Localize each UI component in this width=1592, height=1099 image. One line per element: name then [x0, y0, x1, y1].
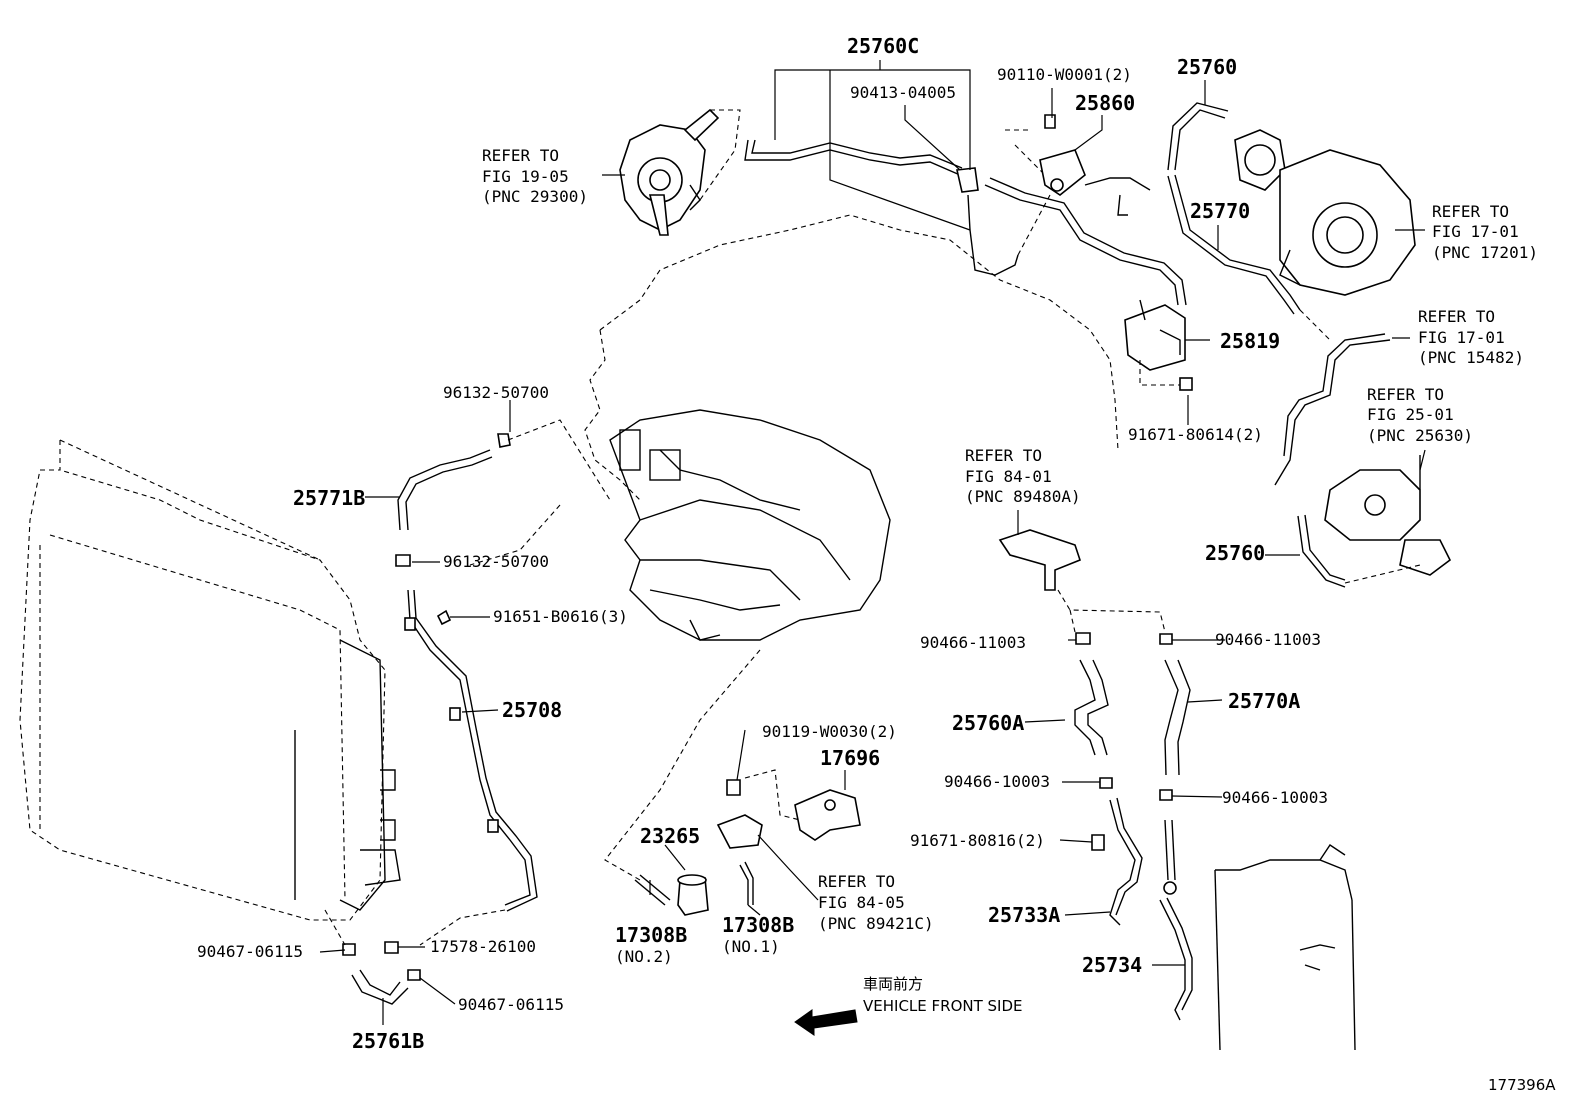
labels: 25760C 90413-04005 90110-W0001(2) 25860 …: [197, 34, 1556, 1094]
radiator: [19, 439, 401, 921]
label-90466-11003-left: 90466-11003: [920, 633, 1026, 652]
label-17308b-no2: 17308B: [615, 923, 687, 947]
svg-text:REFER TO: REFER TO: [818, 872, 895, 891]
label-25760c: 25760C: [847, 34, 919, 58]
label-17696: 17696: [820, 746, 880, 770]
direction-label-jp: 車両前方: [863, 975, 923, 993]
ref-fig-19-05: REFER TO FIG 19-05 (PNC 29300): [482, 146, 588, 206]
label-23265: 23265: [640, 824, 700, 848]
label-91671-80816: 91671-80816(2): [910, 831, 1045, 850]
label-17308b-no1-note: (NO.1): [722, 937, 780, 956]
label-25733a: 25733A: [988, 903, 1060, 927]
ref-fig-17-01-pipe: REFER TO FIG 17-01 (PNC 15482): [1418, 307, 1524, 367]
label-17308b-no1: 17308B: [722, 913, 794, 937]
exhaust-pipe: [1214, 844, 1356, 1051]
svg-text:REFER TO: REFER TO: [482, 146, 559, 165]
vsv-25860: [1039, 114, 1086, 196]
label-25708: 25708: [502, 698, 562, 722]
front-direction-arrow: [794, 1009, 858, 1036]
svg-text:REFER TO: REFER TO: [1432, 202, 1509, 221]
ref-fig-84-01: REFER TO FIG 84-01 (PNC 89480A): [965, 446, 1081, 506]
vsv-89421c: [716, 814, 763, 849]
filter-23265: [677, 874, 709, 916]
label-25771b: 25771B: [293, 486, 365, 510]
label-25734: 25734: [1082, 953, 1142, 977]
svg-text:FIG 17-01: FIG 17-01: [1432, 222, 1519, 241]
svg-text:(PNC 89421C): (PNC 89421C): [818, 914, 934, 933]
label-91651-b0616: 91651-B0616(3): [493, 607, 628, 626]
svg-text:(PNC 29300): (PNC 29300): [482, 187, 588, 206]
svg-text:FIG 17-01: FIG 17-01: [1418, 328, 1505, 347]
direction-label-en: VEHICLE FRONT SIDE: [863, 997, 1023, 1015]
label-25760-top: 25760: [1177, 55, 1237, 79]
egr-actuator: [1324, 455, 1452, 576]
label-17578-26100: 17578-26100: [430, 937, 536, 956]
sensor-89480a: [998, 529, 1081, 591]
label-90413-04005: 90413-04005: [850, 83, 956, 102]
turbocharger: [1234, 129, 1416, 296]
svg-text:FIG 25-01: FIG 25-01: [1367, 405, 1454, 424]
label-25770a: 25770A: [1228, 689, 1300, 713]
label-90119-w0030: 90119-W0030(2): [762, 722, 897, 741]
svg-text:(PNC 17201): (PNC 17201): [1432, 243, 1538, 262]
label-25760a: 25760A: [952, 711, 1024, 735]
svg-text:REFER TO: REFER TO: [1367, 385, 1444, 404]
label-90466-11003-right: 90466-11003: [1215, 630, 1321, 649]
diagram-id: 177396A: [1488, 1076, 1556, 1094]
ref-fig-84-05: REFER TO FIG 84-05 (PNC 89421C): [818, 872, 934, 933]
svg-text:FIG 84-05: FIG 84-05: [818, 893, 905, 912]
label-17308b-no2-note: (NO.2): [615, 947, 673, 966]
label-25860: 25860: [1075, 91, 1135, 115]
svg-text:(PNC 89480A): (PNC 89480A): [965, 487, 1081, 506]
svg-text:REFER TO: REFER TO: [1418, 307, 1495, 326]
label-25819: 25819: [1220, 329, 1280, 353]
svg-text:FIG 84-01: FIG 84-01: [965, 467, 1052, 486]
ref-fig-25-01: REFER TO FIG 25-01 (PNC 25630): [1367, 385, 1473, 445]
svg-text:REFER TO: REFER TO: [965, 446, 1042, 465]
label-90467-06115-bottom: 90467-06115: [458, 995, 564, 1014]
label-96132-50700-top: 96132-50700: [443, 383, 549, 402]
label-25770: 25770: [1190, 199, 1250, 223]
svg-text:FIG 19-05: FIG 19-05: [482, 167, 569, 186]
label-25761b: 25761B: [352, 1029, 424, 1053]
solenoid-25819: [1124, 299, 1193, 391]
engine-block: [584, 214, 1119, 641]
ref-fig-17-01-turbo: REFER TO FIG 17-01 (PNC 17201): [1432, 202, 1538, 262]
svg-text:(PNC 25630): (PNC 25630): [1367, 426, 1473, 445]
leader-lines: [319, 60, 1426, 1025]
label-25760-right: 25760: [1205, 541, 1265, 565]
svg-text:(PNC 15482): (PNC 15482): [1418, 348, 1524, 367]
label-90110-w0001: 90110-W0001(2): [997, 65, 1132, 84]
bracket-17696: [794, 789, 861, 841]
vacuum-pump: [619, 108, 720, 236]
label-96132-50700-bottom: 96132-50700: [443, 552, 549, 571]
label-90466-10003-left: 90466-10003: [944, 772, 1050, 791]
hose-25760c: [744, 139, 1187, 306]
label-91671-80614: 91671-80614(2): [1128, 425, 1263, 444]
label-90467-06115-left: 90467-06115: [197, 942, 303, 961]
label-90466-10003-right: 90466-10003: [1222, 788, 1328, 807]
